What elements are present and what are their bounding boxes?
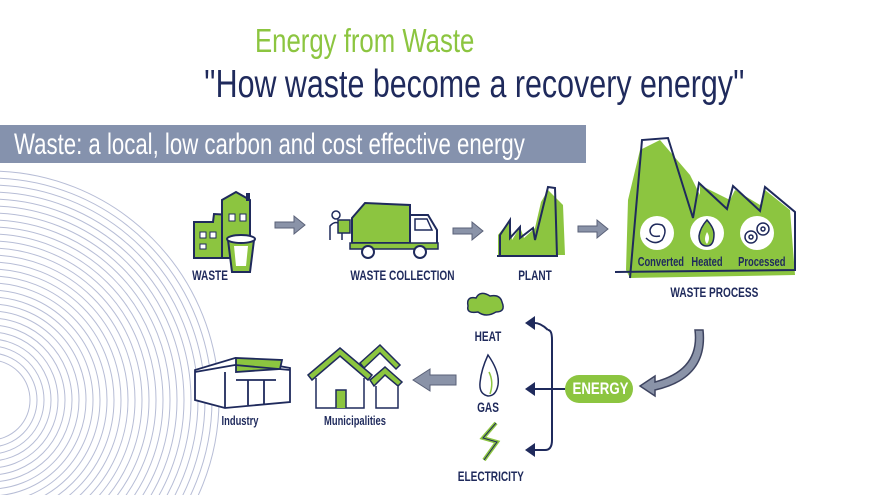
arc-line <box>0 311 80 489</box>
consumer-label-industry: Industry <box>221 413 259 428</box>
garbage-truck-icon <box>329 201 439 259</box>
large-factory-icon <box>614 136 796 279</box>
tagline-text: Waste: a local, low carbon and cost effe… <box>14 128 525 161</box>
flow-arrow-3 <box>577 218 609 240</box>
recycle-swirl-icon <box>645 223 666 244</box>
stage-label-converted: Converted <box>637 254 684 269</box>
arc-line <box>0 219 171 495</box>
arc-line <box>0 346 45 454</box>
arc-line <box>0 289 101 495</box>
arc-line <box>0 212 178 495</box>
arc-line <box>0 233 157 495</box>
output-label-gas: GAS <box>477 399 499 415</box>
arc-line <box>0 198 192 495</box>
step-label-waste-collection: WASTE COLLECTION <box>350 267 455 283</box>
cloud-icon <box>466 292 504 316</box>
buildings-with-bin-icon <box>193 190 256 273</box>
energy-branch-arrows <box>530 321 565 451</box>
arc-line <box>0 339 52 461</box>
output-label-heat: HEAT <box>474 328 502 344</box>
arc-line <box>0 318 73 482</box>
arc-line <box>0 261 129 495</box>
industry-building-icon <box>194 357 291 409</box>
arc-line <box>0 282 108 495</box>
page-subtitle: ''How waste become a recovery energy'' <box>204 63 745 106</box>
page-title: Energy from Waste <box>255 22 475 59</box>
arc-line <box>0 205 185 495</box>
arrow-to-municipalities <box>412 368 457 392</box>
arc-line <box>0 275 115 495</box>
step-label-waste: WASTE <box>192 267 228 283</box>
arc-line <box>0 254 136 495</box>
tagline-banner <box>0 125 586 163</box>
stage-label-heated: Heated <box>691 254 723 269</box>
arc-line <box>0 240 150 495</box>
arc-line <box>0 247 143 495</box>
output-label-electricity: ELECTRICITY <box>457 468 524 484</box>
arc-line <box>0 360 31 440</box>
flame-icon <box>698 218 715 247</box>
arc-line <box>0 304 87 495</box>
flow-arrow-2 <box>452 220 484 242</box>
arc-line <box>0 268 122 495</box>
houses-icon <box>306 343 404 409</box>
flow-arrow-1 <box>274 214 306 236</box>
consumer-label-municipalities: Municipalities <box>324 413 386 428</box>
arc-line <box>0 297 94 495</box>
curved-arrow-to-energy <box>638 329 705 398</box>
arc-line <box>0 226 164 495</box>
gas-flame-icon <box>479 353 500 397</box>
gears-icon <box>744 222 770 244</box>
energy-badge <box>565 375 633 403</box>
arc-line <box>0 325 66 475</box>
factory-icon <box>497 185 565 257</box>
arc-line <box>0 353 38 447</box>
energy-label: ENERGY <box>572 379 629 398</box>
step-label-plant: PLANT <box>518 267 552 283</box>
stage-label-processed: Processed <box>738 254 786 269</box>
step-label-waste-process: WASTE PROCESS <box>670 284 759 300</box>
arc-line <box>0 332 59 468</box>
